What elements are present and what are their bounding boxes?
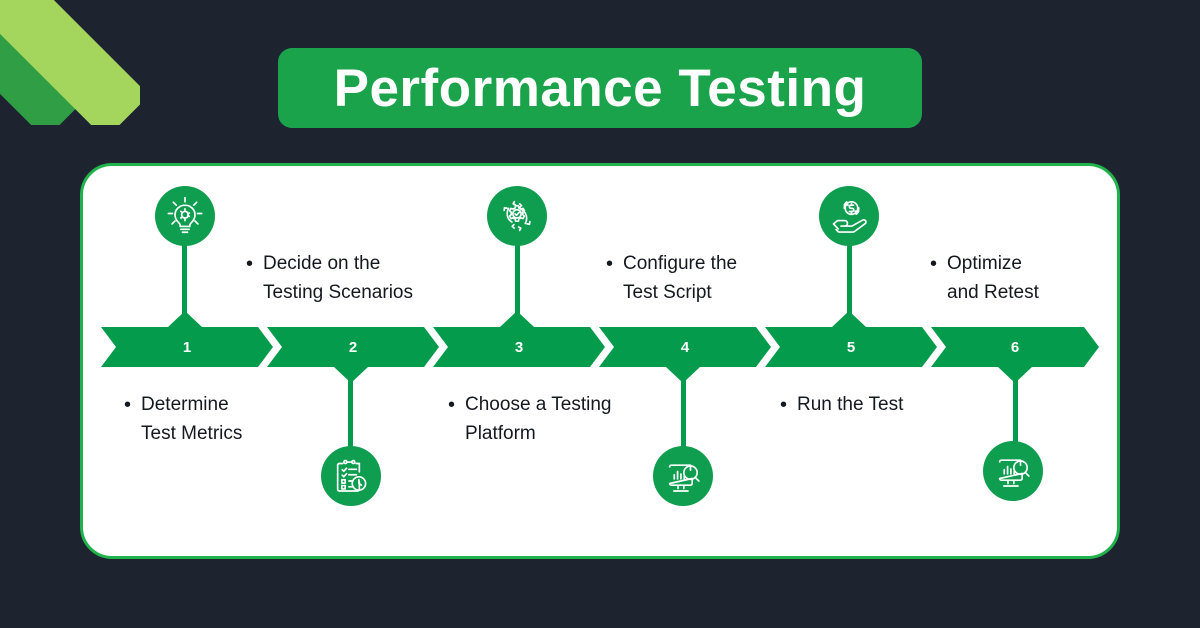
diagonal-stripe-dark-icon [0, 0, 90, 125]
page-title-banner: Performance Testing [278, 48, 922, 128]
diagonal-stripe-light-icon [0, 0, 140, 125]
process-card [80, 163, 1120, 559]
page-title: Performance Testing [333, 58, 867, 118]
corner-decoration [0, 0, 140, 125]
